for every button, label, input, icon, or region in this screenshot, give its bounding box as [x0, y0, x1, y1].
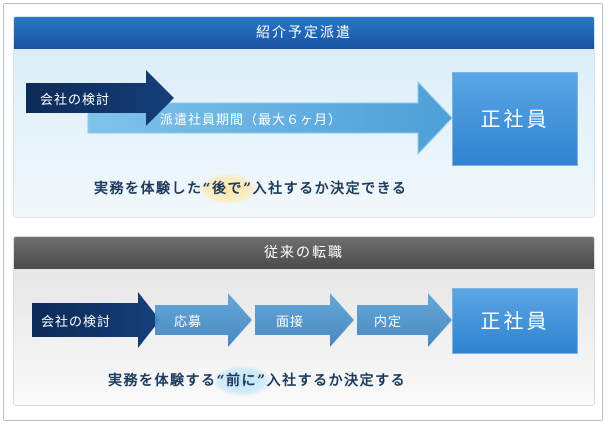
- jurai-step2-arrow: [155, 293, 252, 347]
- shokai-caption-before: 実務を体験した: [94, 181, 203, 197]
- shokai-caption-highlight: “後で”: [198, 174, 257, 204]
- shokai-caption-after: 入社するか決定できる: [252, 181, 408, 197]
- jurai-step4-label: 内定: [374, 315, 403, 330]
- jurai-step2-label: 応募: [174, 315, 203, 330]
- jurai-header: 従来の転職: [14, 237, 594, 269]
- jurai-step3-arrow: [255, 293, 354, 347]
- jurai-step1-label: 会社の検討: [41, 315, 112, 330]
- shokai-result-box: 正社員: [452, 72, 578, 166]
- jurai-step3-label: 面接: [276, 315, 305, 330]
- shokai-step2-arrow: [87, 80, 453, 156]
- jurai-step4-arrow: [357, 293, 452, 347]
- jurai-caption-after: 入社するか決定する: [266, 373, 407, 389]
- jurai-panel: 従来の転職: [13, 236, 595, 406]
- shokai-step1-arrow: [26, 70, 174, 126]
- jurai-step1-arrow: [32, 292, 160, 348]
- shokai-step1-label: 会社の検討: [40, 93, 111, 108]
- shokai-header: 紹介予定派遣: [14, 17, 594, 49]
- jurai-caption: 実務を体験する“前に”入社するか決定する: [108, 366, 407, 396]
- shokai-caption: 実務を体験した“後で”入社するか決定できる: [94, 174, 408, 204]
- shokai-step2-label: 派遣社員期間（最大６ヶ月）: [160, 113, 343, 128]
- jurai-result-box: 正社員: [452, 288, 578, 354]
- jurai-caption-highlight: “前に”: [212, 366, 271, 396]
- jurai-caption-before: 実務を体験する: [108, 373, 217, 389]
